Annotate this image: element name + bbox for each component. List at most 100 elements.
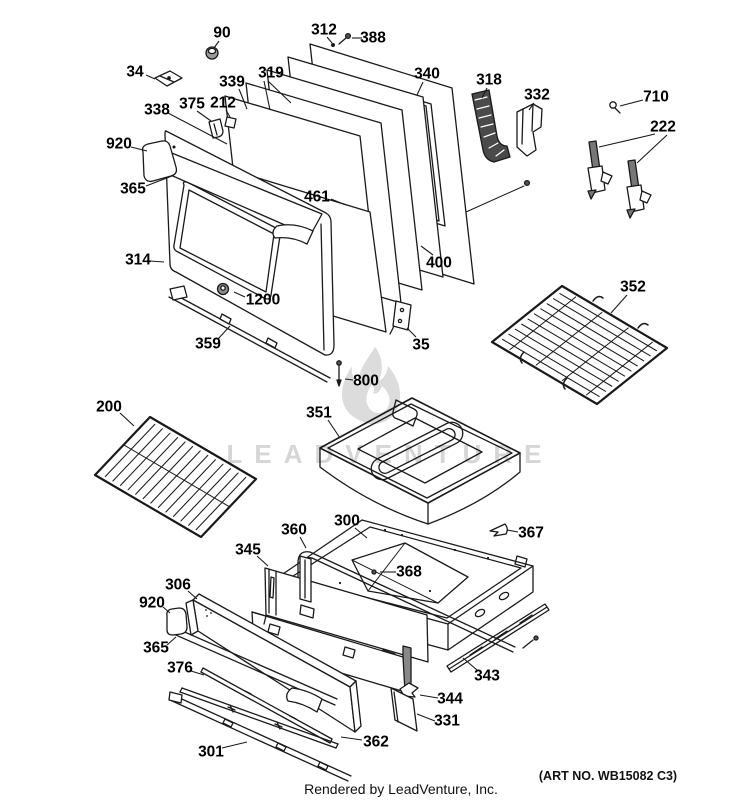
part-label-343-35[interactable]: 343 [474,668,500,685]
clip-212 [224,116,237,129]
part-label-376-34[interactable]: 376 [167,660,193,677]
rack-wire [585,341,653,396]
part-label-362-38[interactable]: 362 [363,734,389,751]
leader-line-352 [610,294,628,314]
leader-line-710 [619,99,644,107]
rack-wire [188,472,239,526]
part-label-338-6[interactable]: 338 [144,102,170,119]
drawer-slide-343 [446,603,550,673]
leader-line-365 [145,175,173,187]
part-label-375-7[interactable]: 375 [179,96,205,113]
broiler-pan-351 [319,397,521,525]
screw-800-icon [336,360,342,387]
leader-line-800 [344,378,354,381]
rack-wire [540,308,638,367]
leader-line-360 [299,536,307,549]
part-label-367-29[interactable]: 367 [518,525,544,542]
trim-strip-301 [168,691,352,782]
part-label-306-31[interactable]: 306 [165,577,191,594]
part-label-340-9[interactable]: 340 [414,66,440,83]
leader-line-351 [327,419,341,439]
part-label-359-19[interactable]: 359 [195,336,221,353]
side-screw-icon [465,179,531,213]
rack-wire [119,432,171,486]
watermark: LEADVENTURE [226,347,553,469]
leader-line-90 [213,40,220,49]
part-label-331-37[interactable]: 331 [434,713,460,730]
leader-line-362 [340,736,363,741]
leader-line-375 [196,110,212,122]
handle-grip-end [272,224,314,245]
rack-wire [172,463,224,517]
part-label-344-36[interactable]: 344 [437,691,463,708]
part-label-339-4[interactable]: 339 [219,74,245,91]
leader-line-345 [256,555,269,567]
part-label-461-16[interactable]: 461 [304,189,330,206]
rack-wire [561,327,629,382]
part-label-920-32[interactable]: 920 [139,595,165,612]
leader-line-400 [420,245,434,256]
part-label-365-33[interactable]: 365 [143,640,169,657]
part-label-34-1[interactable]: 34 [126,64,144,81]
part-label-300-26[interactable]: 300 [334,513,360,530]
rack-wire [514,328,613,387]
part-label-351-25[interactable]: 351 [306,405,332,422]
rack-wire [533,313,632,372]
knob-1200 [216,282,230,296]
rack-wire [535,311,603,366]
pan-element-imprint [370,421,464,481]
part-label-1200-18[interactable]: 1200 [246,292,280,309]
part-label-312-2[interactable]: 312 [311,22,337,39]
leader-line-339 [238,88,248,110]
part-label-301-39[interactable]: 301 [198,744,224,761]
part-label-35-20[interactable]: 35 [412,337,430,354]
leader-lines-layer [119,36,668,749]
part-label-368-30[interactable]: 368 [396,564,422,581]
part-label-212-8[interactable]: 212 [210,95,236,112]
leader-line-920 [162,606,171,614]
leader-line-222 [636,134,668,164]
part-label-345-28[interactable]: 345 [235,542,261,559]
leader-line-343 [462,657,478,671]
part-label-222-13[interactable]: 222 [650,119,676,136]
part-label-318-10[interactable]: 318 [476,72,502,89]
part-label-332-11[interactable]: 332 [524,87,550,104]
part-label-319-5[interactable]: 319 [258,65,284,82]
part-label-365-15[interactable]: 365 [120,181,146,198]
part-label-90-0[interactable]: 90 [213,25,230,42]
leader-line-222 [598,133,656,148]
part-label-800-21[interactable]: 800 [353,373,379,390]
rack-wire [502,338,600,397]
leader-line-35 [406,327,417,338]
rack-200-border [93,415,258,539]
slide-screw-icon [522,635,539,649]
watermark-text: LEADVENTURE [226,439,553,469]
oven-rack-200 [93,415,258,539]
screw-388-icon [338,32,352,45]
part-label-710-12[interactable]: 710 [643,89,669,106]
rack-wire [559,293,657,352]
rack-wire [165,459,216,513]
part-label-388-3[interactable]: 388 [360,30,386,47]
part-label-360-27[interactable]: 360 [281,522,307,539]
clip-375 [208,118,224,139]
rack-352-border [490,284,669,406]
hinge-222a [587,140,613,200]
part-label-314-17[interactable]: 314 [125,252,151,269]
drawer-handle-cap-920 [166,607,188,636]
clip-367 [489,523,508,537]
part-label-352-23[interactable]: 352 [620,279,646,296]
leader-line-34 [145,74,156,80]
part-label-920-14[interactable]: 920 [106,136,132,153]
leader-line-376 [190,670,205,676]
render-credit: Rendered by LeadVenture, Inc. [304,781,498,797]
leader-line-461 [330,198,347,206]
screw-710-icon [609,101,621,114]
drawer-handle-grip [286,687,323,713]
leader-line-318 [481,87,488,99]
part-label-200-24[interactable]: 200 [96,399,122,416]
leader-line-340 [416,81,424,96]
part-label-400-22[interactable]: 400 [426,255,452,272]
leader-line-319 [263,80,271,111]
